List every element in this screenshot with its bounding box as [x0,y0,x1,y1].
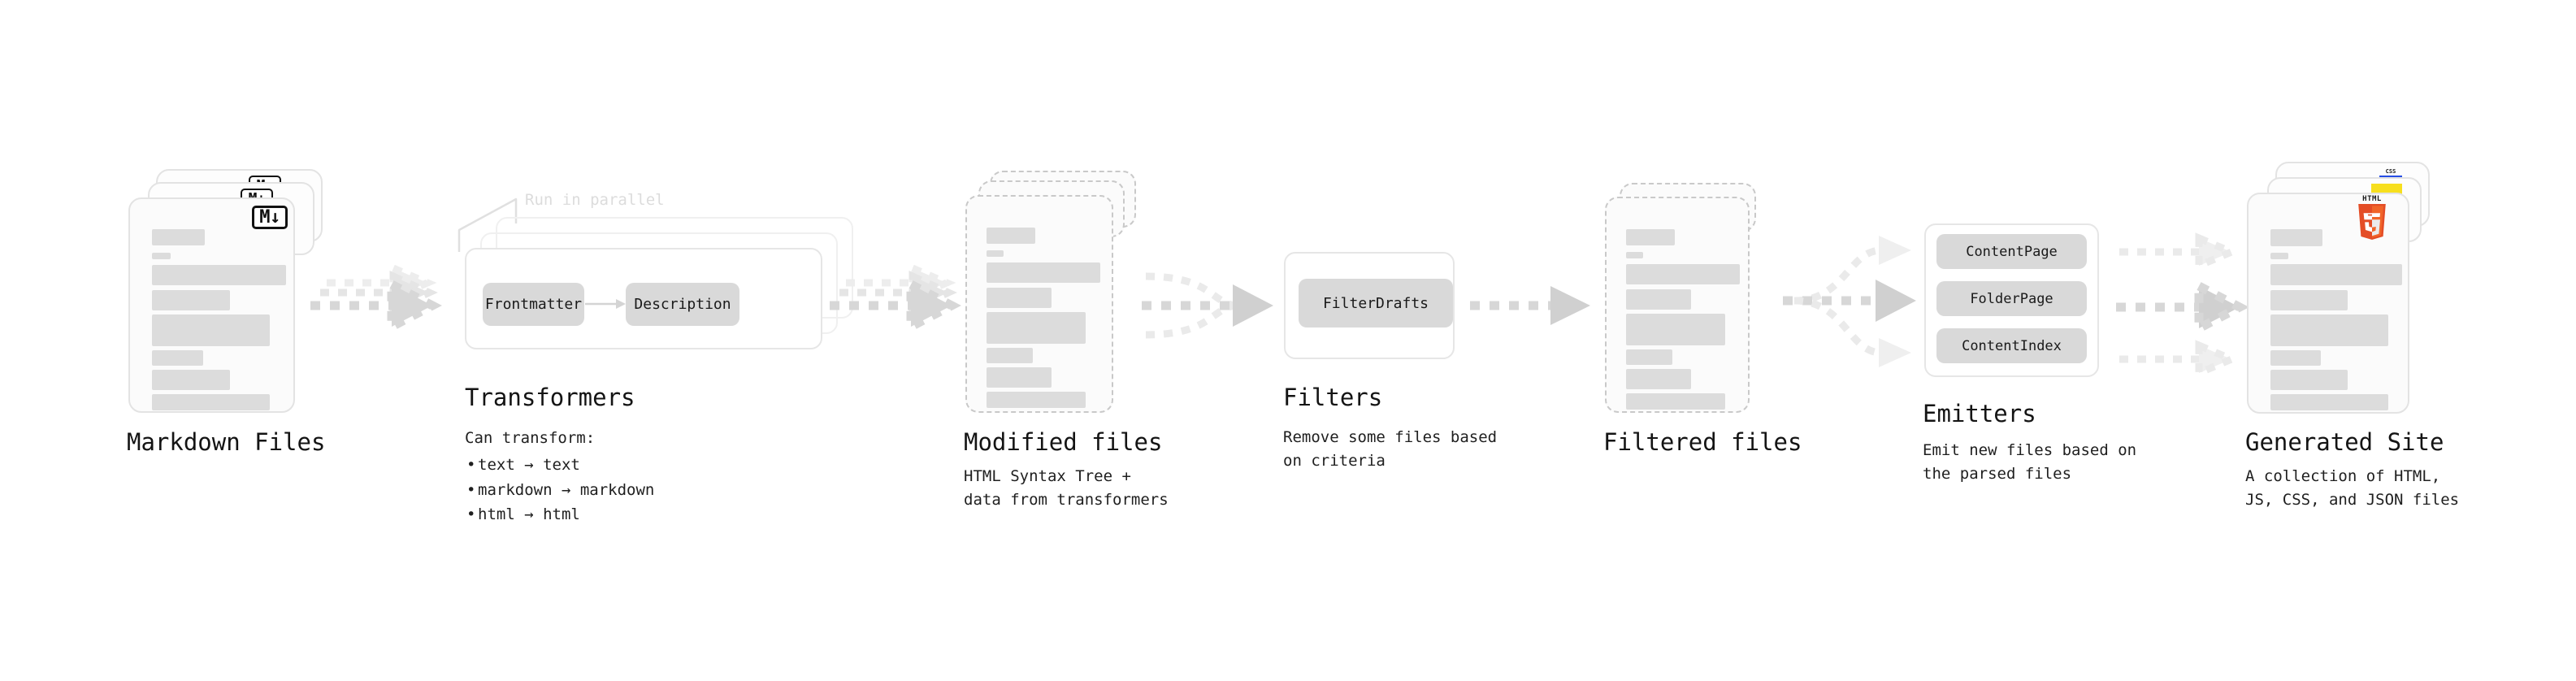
skeleton-line [152,314,270,346]
skeleton-line [1626,369,1691,389]
connector-md-to-transformers [310,262,442,335]
transformers-bullet-list: Can transform: text → text markdown → ma… [465,426,733,527]
run-in-parallel-label: Run in parallel [525,191,665,209]
transformer-pill-description[interactable]: Description [626,283,739,326]
skeleton-line [2270,314,2388,346]
stage-title-filters: Filters [1283,384,1383,411]
skeleton-line [152,265,286,285]
stage-title-transformers: Transformers [465,384,635,411]
skeleton-line [1626,349,1672,365]
skeleton-line [152,394,270,410]
skeleton-line [987,288,1052,308]
skeleton-line [2270,290,2348,310]
filters-pill-filterdrafts[interactable]: FilterDrafts [1299,279,1453,327]
stage-title-markdown-files: Markdown Files [127,428,326,456]
stage-title-emitters: Emitters [1923,400,2036,427]
skeleton-line [152,350,203,366]
skeleton-line [1626,252,1643,258]
stage-desc-modified-files: HTML Syntax Tree + data from transformer… [964,467,1169,510]
emitters-pill-folderpage[interactable]: FolderPage [1936,281,2087,316]
transformers-bullets-lead: Can transform: [465,429,596,447]
skeleton-line [1626,393,1725,410]
skeleton-line [152,253,171,259]
stage-title-modified-files: Modified files [964,428,1163,456]
stage-desc-filters: Remove some files based on criteria [1283,428,1498,471]
skeleton-line [987,262,1100,283]
connector-filters-to-filtered [1470,286,1590,325]
skeleton-line [987,348,1033,363]
skeleton-line [987,367,1052,388]
stage-title-filtered-files: Filtered files [1603,428,1802,456]
transformers-bullet-item: html → html [465,502,733,527]
skeleton-line [2270,394,2388,410]
emitters-pill-contentindex[interactable]: ContentIndex [1936,328,2087,363]
connector-filtered-to-emitters [1783,236,1916,367]
transformers-bullet-item: text → text [465,453,733,478]
skeleton-line [2270,253,2288,259]
filtered-card-front [1605,197,1750,413]
markdown-card-front [128,197,295,413]
transformer-inner-arrow-front [585,299,626,309]
skeleton-line [1626,229,1675,245]
stage-title-generated-site: Generated Site [2245,428,2444,456]
skeleton-line [987,312,1086,344]
html5-wordmark: HTML [2362,195,2382,203]
connector-transformers-to-modified [830,262,961,335]
skeleton-line [2270,229,2322,246]
skeleton-line [2270,264,2402,285]
transformers-bullet-item: markdown → markdown [465,478,733,503]
stage-desc-emitters: Emit new files based on the parsed files [1923,441,2137,484]
emitters-pill-contentpage[interactable]: ContentPage [1936,234,2087,269]
connector-emitters-to-site [2116,232,2249,379]
skeleton-line [2270,350,2321,366]
run-in-parallel-bracket [458,197,518,252]
skeleton-line [2270,370,2348,390]
transformer-pill-frontmatter[interactable]: Frontmatter [483,283,584,326]
css-badge-label: CSS [2385,168,2396,175]
modified-card-front [965,195,1113,413]
skeleton-line [152,229,205,245]
skeleton-line [1626,289,1691,310]
skeleton-line [1626,314,1725,345]
skeleton-line [987,392,1086,408]
skeleton-line [987,250,1004,257]
stage-desc-generated-site: A collection of HTML, JS, CSS, and JSON … [2245,467,2460,510]
markdown-badge-front: M↓ [252,206,288,229]
html5-icon: HTML [2353,196,2392,243]
skeleton-line [987,228,1035,244]
skeleton-line [152,290,230,310]
connector-modified-to-filters [1142,272,1273,339]
skeleton-line [152,370,230,390]
skeleton-line [1626,264,1740,284]
